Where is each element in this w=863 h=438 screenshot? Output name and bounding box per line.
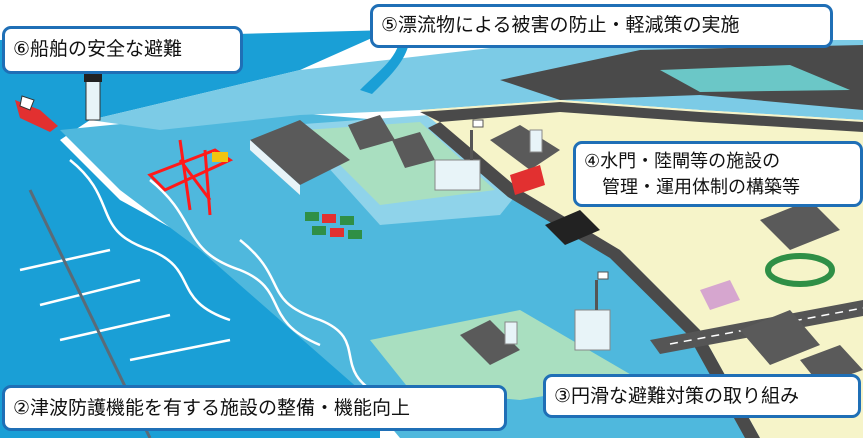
callout-tsunami-protection-facilities-text: ②津波防護機能を有する施設の整備・機能向上 [13,397,411,419]
containers-icon [305,212,362,239]
ship-icon [15,95,58,132]
inland-buildings-icon [490,125,863,385]
storage-yard-pad [660,65,850,92]
callout-gates-management: ④水門・陸閘等の施設の 管理・運用体制の構築等 [573,141,863,207]
callout-smooth-evacuation-text: ③円滑な避難対策の取り組み [554,385,800,407]
warehouse-icon [250,120,350,195]
crane-cab [212,152,228,162]
pier-buildings-icon [348,115,484,191]
coastal-road [420,102,863,132]
water-gate-icon [510,165,600,245]
channel [360,40,410,94]
callout-debris-damage-text: ⑤漂流物による被害の防止・軽減策の実施 [381,14,740,36]
callout-tsunami-protection-facilities: ②津波防護機能を有する施設の整備・機能向上 [2,385,507,431]
callout-debris-damage: ⑤漂流物による被害の防止・軽減策の実施 [370,4,833,48]
callout-gates-management-line1: ④水門・陸閘等の施設の [584,151,781,172]
lighthouse-icon [84,74,102,121]
callout-smooth-evacuation: ③円滑な避難対策の取り組み [543,374,861,418]
callout-evacuation-of-ships: ⑥船舶の安全な避難 [2,26,243,74]
shore-road [428,122,760,438]
crane-icon [147,139,234,216]
lower-pier-buildings-icon [460,271,611,365]
callout-evacuation-of-ships-text: ⑥船舶の安全な避難 [13,38,183,60]
open-sea [0,30,390,438]
callout-gates-management-line2: 管理・運用体制の構築等 [602,177,800,198]
